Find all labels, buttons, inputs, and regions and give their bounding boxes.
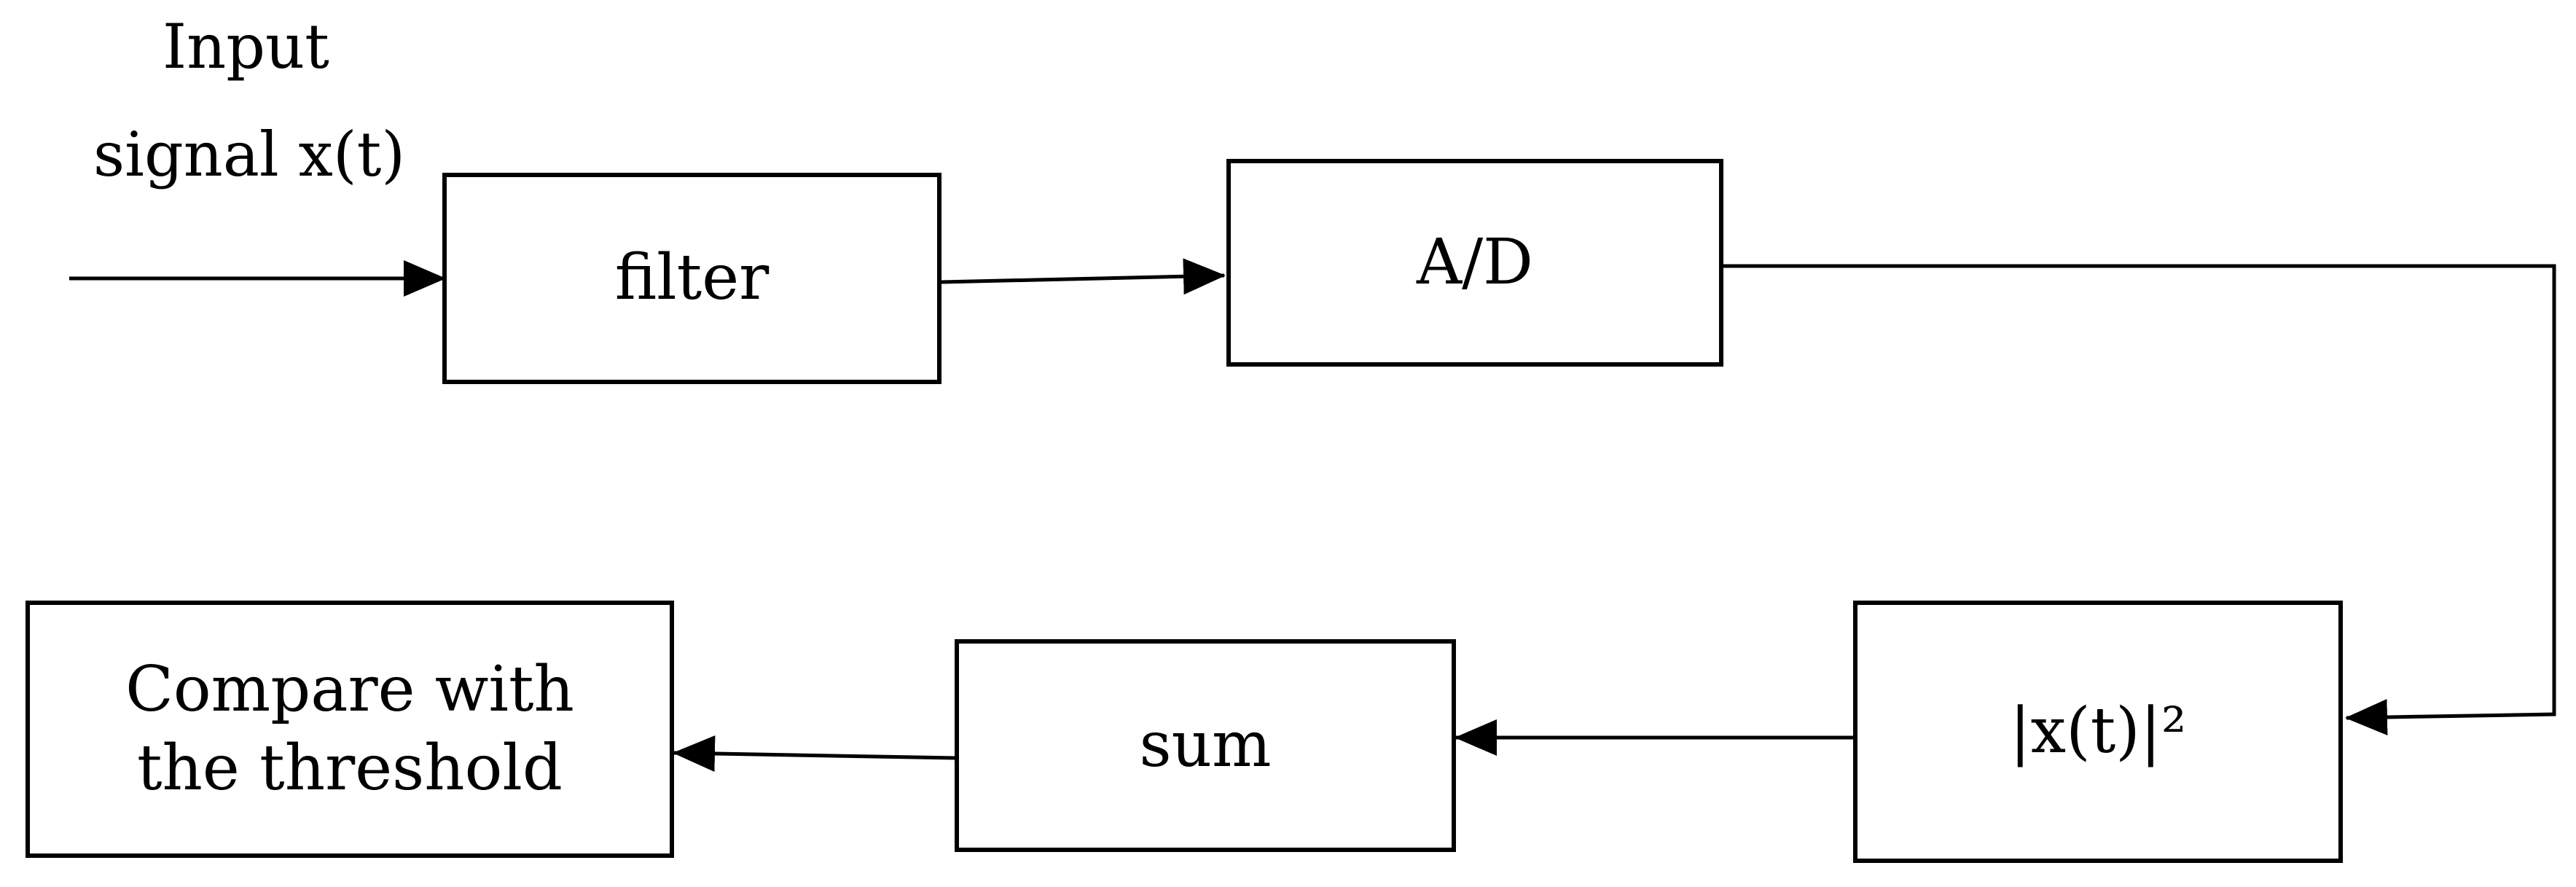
- square-label: |x(t)|²: [2009, 695, 2187, 768]
- square-block: |x(t)|²: [1853, 601, 2343, 863]
- input-label-line2: signal x(t): [93, 119, 406, 190]
- input-signal-label: Input signal x(t): [93, 16, 405, 185]
- arrow-adc-to-square: [1723, 264, 2556, 736]
- filter-block: filter: [442, 173, 941, 384]
- arrow-sum-to-compare: [673, 735, 957, 773]
- filter-label: filter: [614, 241, 770, 315]
- adc-label: A/D: [1416, 225, 1534, 299]
- compare-label: Compare with the threshold: [125, 651, 574, 808]
- adc-block: A/D: [1226, 159, 1723, 367]
- compare-label-line2: the threshold: [136, 731, 563, 805]
- compare-block: Compare with the threshold: [26, 601, 674, 858]
- input-label-line1: Input: [163, 11, 329, 82]
- sum-label: sum: [1139, 708, 1272, 782]
- sum-block: sum: [955, 639, 1456, 852]
- arrow-filter-to-adc: [941, 258, 1226, 295]
- compare-label-line1: Compare with: [125, 653, 574, 726]
